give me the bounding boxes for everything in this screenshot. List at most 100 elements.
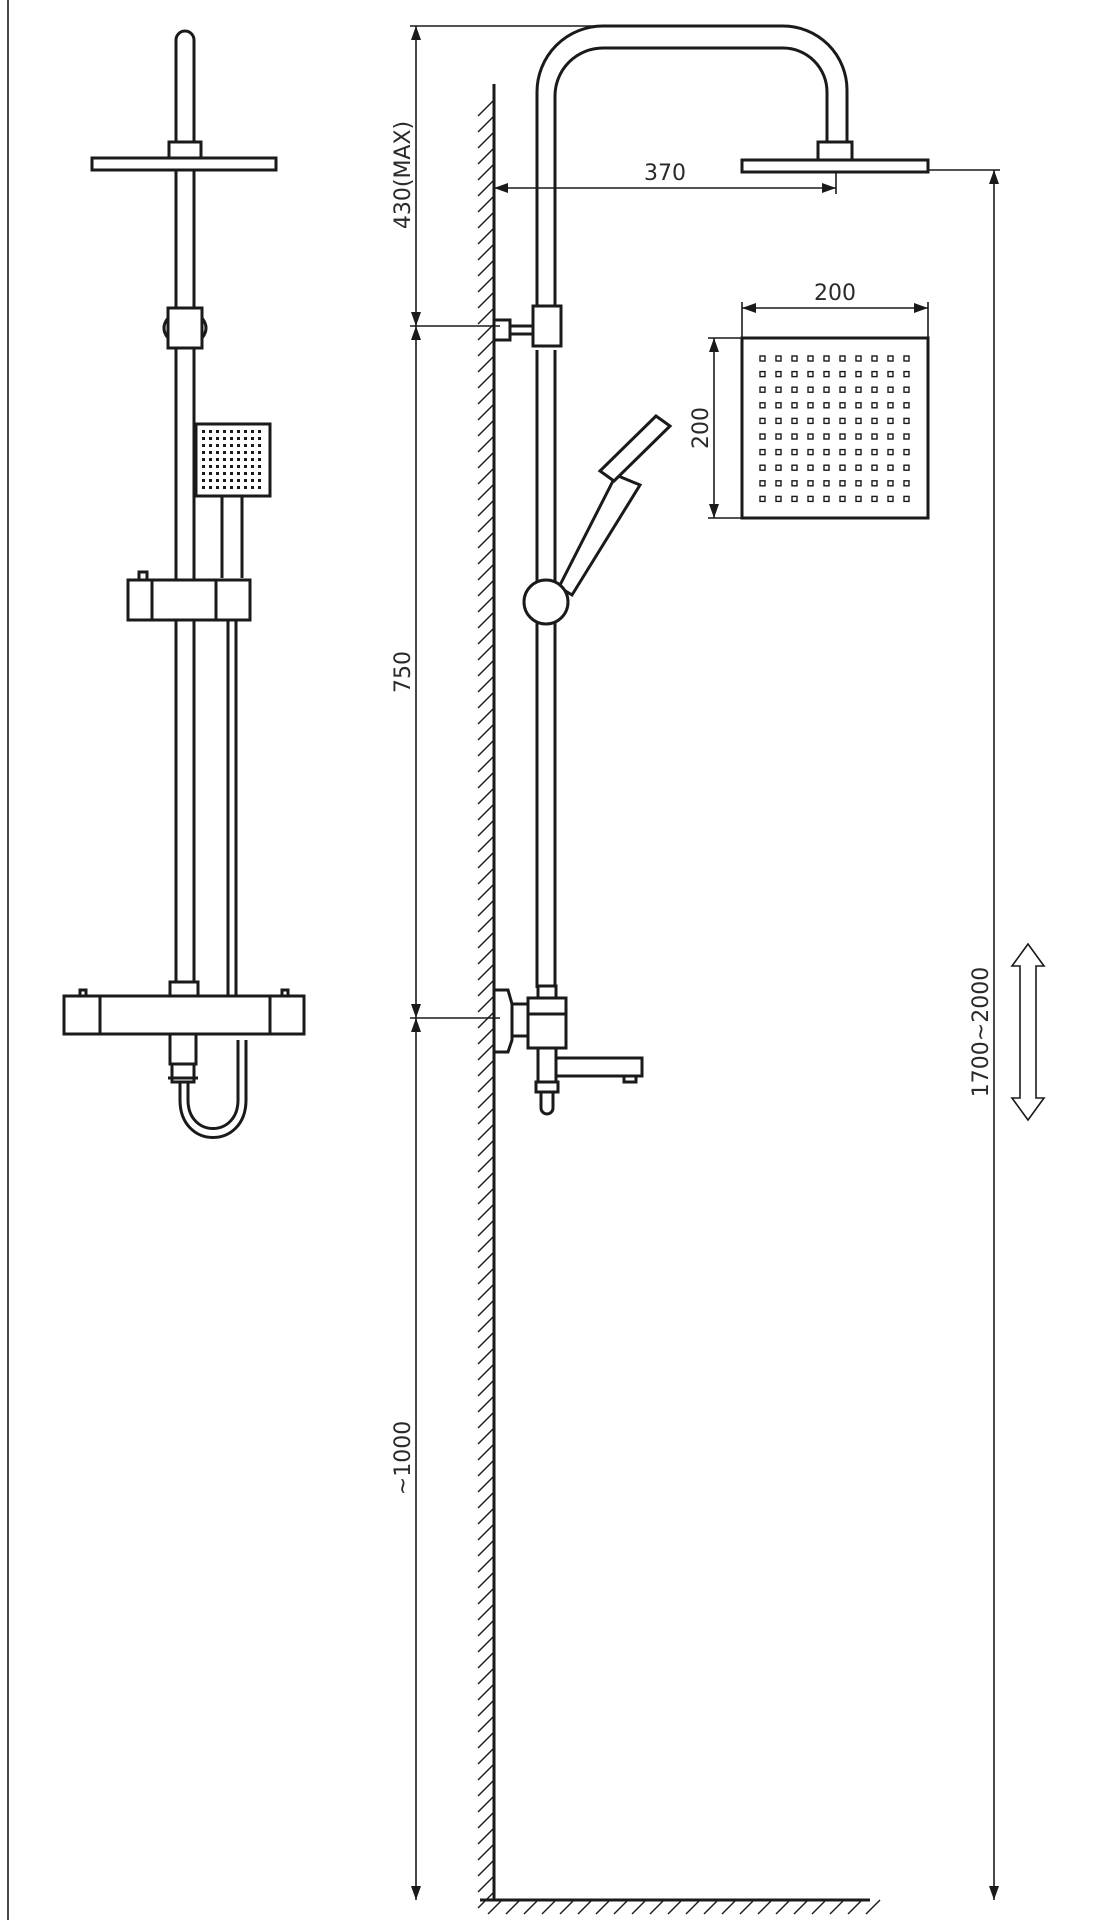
side-riser-inner <box>553 46 829 310</box>
wall-hatch-stroke <box>477 195 495 213</box>
floor-hatch-stroke <box>757 1899 773 1915</box>
wall-hatch-stroke <box>477 131 495 149</box>
detail-nozzle <box>887 480 894 487</box>
wall-hatch-stroke <box>477 835 495 853</box>
detail-nozzle <box>839 386 846 393</box>
floor-hatch-stroke <box>721 1899 737 1915</box>
detail-nozzle <box>823 355 830 362</box>
detail-nozzle <box>887 355 894 362</box>
wall-hatch-stroke <box>477 659 495 677</box>
side-overhead-plate <box>740 158 930 174</box>
dim-label-750: 750 <box>391 651 416 693</box>
wall-hatch-stroke <box>477 1779 495 1797</box>
nozzle-dot <box>209 486 212 489</box>
nozzle-dot <box>202 444 205 447</box>
wall-hatch-stroke <box>477 1539 495 1557</box>
detail-nozzle <box>823 464 830 471</box>
detail-nozzle <box>839 480 846 487</box>
nozzle-dot <box>244 486 247 489</box>
wall-hatch-stroke <box>477 547 495 565</box>
wall-hatch-stroke <box>477 1251 495 1269</box>
nozzle-dot <box>251 472 254 475</box>
arrow-200d-bottom <box>709 504 719 518</box>
nozzle-dot <box>216 458 219 461</box>
detail-nozzle <box>839 495 846 503</box>
detail-nozzle <box>759 370 766 378</box>
detail-nozzle <box>887 433 894 440</box>
nozzle-dot <box>209 465 212 468</box>
nozzle-dot <box>209 458 212 461</box>
detail-nozzle <box>807 370 814 378</box>
detail-nozzle <box>903 370 910 378</box>
wall-hatch-stroke <box>477 419 495 437</box>
detail-nozzle <box>839 448 846 456</box>
detail-nozzle <box>759 402 766 409</box>
wall-hatch-stroke <box>477 515 495 533</box>
nozzle-dot <box>223 472 226 475</box>
wall-hatch-stroke <box>477 1827 495 1845</box>
detail-nozzle <box>759 464 766 471</box>
nozzle-dot <box>223 479 226 482</box>
wall-hatch-stroke <box>477 643 495 661</box>
wall-hatch-stroke <box>477 1459 495 1477</box>
nozzle-dot <box>244 479 247 482</box>
wall-hatch-stroke <box>477 1107 495 1125</box>
front-mixer-stud-left <box>78 988 88 998</box>
wall-hatch-stroke <box>477 1747 495 1765</box>
wall-hatch-stroke <box>477 1843 495 1861</box>
nozzle-dot <box>230 451 233 454</box>
nozzle-dot <box>244 444 247 447</box>
front-bracket-knob-right <box>200 317 208 339</box>
side-mixer-flange <box>492 988 514 1054</box>
front-bracket-knob-left <box>162 317 170 339</box>
detail-nozzle <box>775 355 782 362</box>
wall-hatch-stroke <box>477 1059 495 1077</box>
front-hand-shower-nozzles <box>202 430 261 489</box>
wall-hatch-stroke <box>477 1507 495 1525</box>
detail-nozzle <box>775 370 782 378</box>
nozzle-dot <box>202 430 205 433</box>
detail-nozzle <box>759 495 766 503</box>
nozzle-dot <box>209 472 212 475</box>
wall-hatch-stroke <box>477 371 495 389</box>
arrow-total-top <box>989 170 999 184</box>
arrow-750-bottom <box>411 1004 421 1018</box>
dim-label-total: 1700~2000 <box>969 967 994 1097</box>
arrow-200w-left <box>742 303 756 313</box>
wall-hatch-stroke <box>477 1491 495 1509</box>
detail-nozzle <box>903 433 910 440</box>
wall-hatch-stroke <box>477 243 495 261</box>
detail-nozzle <box>823 495 830 503</box>
wall-hatch-stroke <box>477 1363 495 1381</box>
wall-hatch-stroke <box>477 1267 495 1285</box>
wall-hatch-stroke <box>477 1155 495 1173</box>
nozzle-dot <box>237 472 240 475</box>
detail-nozzle <box>871 448 878 456</box>
floor-hatch-stroke <box>595 1899 611 1915</box>
detail-nozzle <box>855 433 862 440</box>
wall-hatch-stroke <box>477 787 495 805</box>
wall-hatch-stroke <box>477 595 495 613</box>
detail-nozzle <box>839 464 846 471</box>
detail-nozzle <box>871 402 878 409</box>
wall-hatch-stroke <box>477 1571 495 1589</box>
detail-nozzle <box>855 417 862 425</box>
nozzle-dot <box>223 437 226 440</box>
floor-hatch-stroke <box>847 1899 863 1915</box>
detail-nozzle <box>871 464 878 471</box>
side-mixer-top-collar <box>536 984 558 1000</box>
wall-hatch-stroke <box>477 947 495 965</box>
floor-hatch-stroke <box>505 1899 521 1915</box>
detail-nozzle <box>759 355 766 362</box>
nozzle-dot <box>202 479 205 482</box>
detail-nozzle <box>775 480 782 487</box>
wall-hatch-stroke <box>477 1699 495 1717</box>
nozzle-dot <box>223 444 226 447</box>
wall-hatch-stroke <box>477 1427 495 1445</box>
front-overhead-plate <box>90 156 278 172</box>
nozzle-dot <box>244 437 247 440</box>
side-bracket-clamp <box>531 304 563 348</box>
wall-hatch-stroke <box>477 339 495 357</box>
detail-nozzle <box>887 464 894 471</box>
detail-nozzle <box>903 355 910 362</box>
